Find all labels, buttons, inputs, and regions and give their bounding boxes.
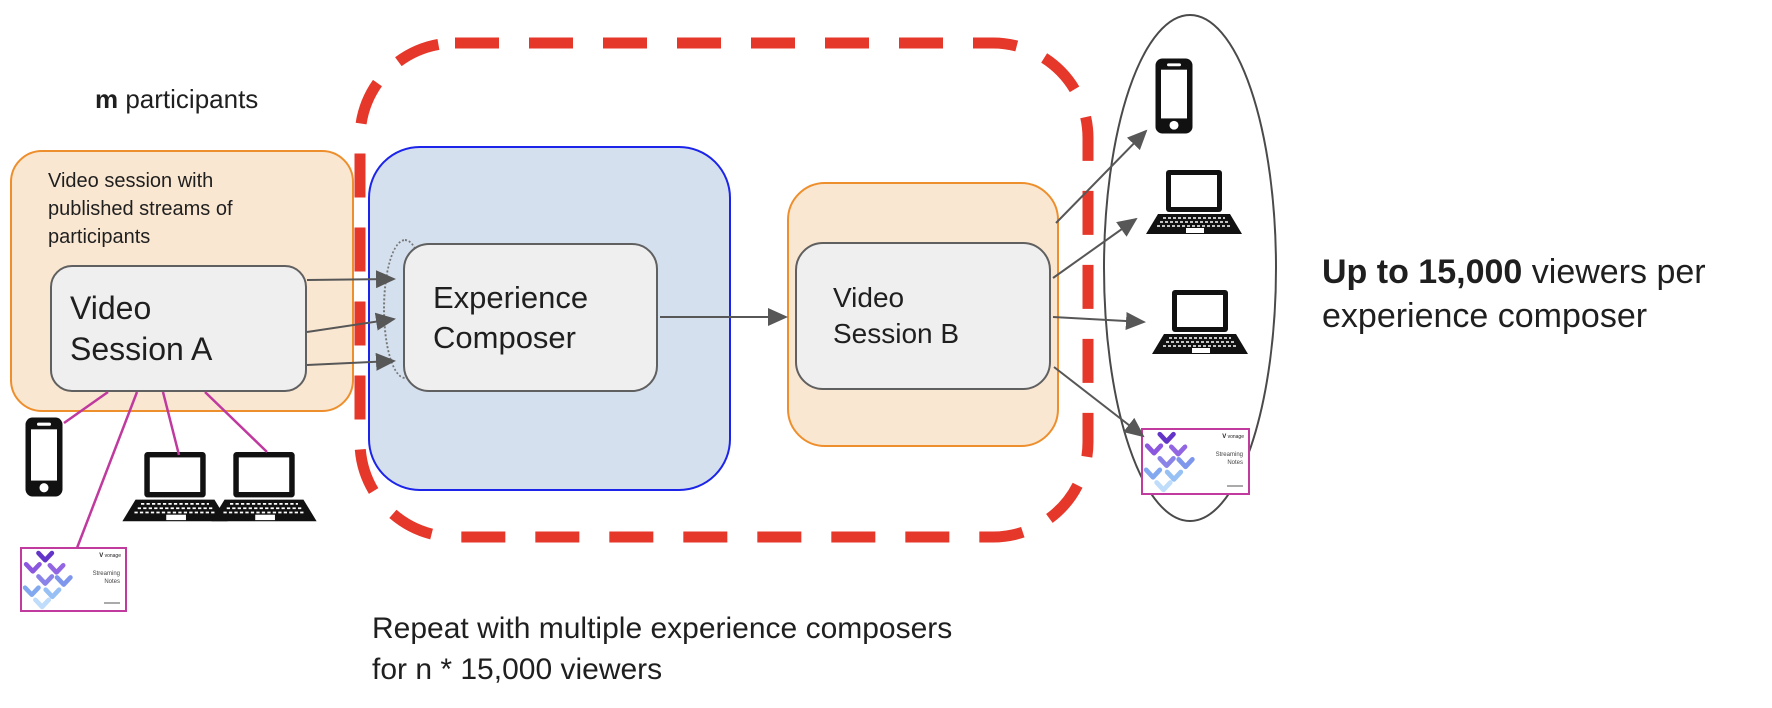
laptop-icon	[1142, 170, 1246, 244]
laptop-icon	[1148, 290, 1252, 364]
viewer-arrow	[1052, 217, 1138, 279]
viewers-note-bold: Up to 15,000	[1322, 253, 1523, 291]
viewer-arrow	[1052, 312, 1146, 330]
experience-composer-label: Experience Composer	[433, 279, 589, 355]
video-session-a-label: Video Session A	[70, 289, 213, 367]
participants-count: m	[95, 84, 119, 114]
laptop-icon	[207, 452, 321, 532]
streaming-card-title: Streaming Notes	[92, 571, 120, 585]
chevrons-graphic	[1143, 431, 1195, 493]
streaming-card: V vonage Streaming Notes	[1141, 428, 1250, 495]
streaming-card-footer-line	[1227, 485, 1243, 487]
vonage-logo: V vonage	[99, 553, 121, 559]
video-session-b-box: Video Session B	[795, 242, 1051, 390]
vonage-v-mark: V	[1222, 434, 1227, 440]
chevrons-graphic	[22, 550, 73, 610]
vonage-wordmark: vonage	[1227, 434, 1244, 440]
vonage-logo: V vonage	[1222, 434, 1244, 440]
session-a-caption: Video session with published streams of …	[48, 170, 233, 248]
phone-icon	[1154, 57, 1194, 135]
streaming-card: V vonage Streaming Notes	[20, 547, 127, 612]
video-session-b-label: Video Session B	[833, 282, 960, 349]
video-session-a-box: Video Session A	[50, 265, 307, 392]
viewers-note: Up to 15,000 viewers per experience comp…	[1322, 250, 1772, 338]
laptop-icon	[118, 452, 232, 532]
participants-text: participants	[118, 84, 259, 114]
vonage-v-mark: V	[99, 553, 104, 559]
streaming-card-footer-line	[104, 602, 120, 604]
vonage-wordmark: vonage	[104, 553, 121, 559]
experience-composer-box: Experience Composer	[403, 243, 658, 392]
streaming-card-title: Streaming Notes	[1215, 452, 1243, 466]
viewer-arrow	[1055, 129, 1148, 224]
participants-label: m participants	[95, 84, 258, 115]
repeat-note: Repeat with multiple experience composer…	[372, 612, 953, 686]
viewers-note-rest: viewers per experience composer	[1322, 253, 1706, 335]
phone-icon	[24, 416, 64, 498]
viewer-arrow	[1053, 366, 1145, 438]
